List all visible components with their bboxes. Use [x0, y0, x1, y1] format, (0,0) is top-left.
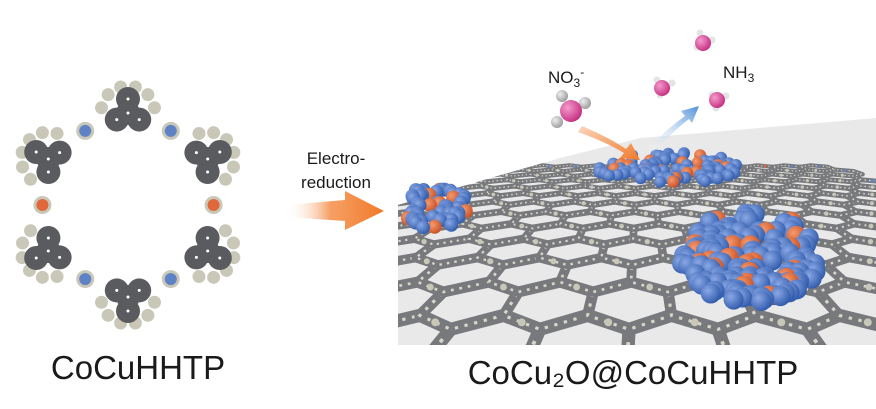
cocuhhtp-ring — [15, 80, 241, 330]
reactant-arrow — [578, 126, 640, 160]
nitrate-molecule-icon — [551, 90, 591, 128]
process-label-line2: reduction — [301, 173, 371, 192]
process-label-line1: Electro- — [307, 149, 366, 168]
ammonia-molecule-icon — [653, 76, 676, 99]
electroreduction-arrow — [286, 191, 384, 230]
product-label: NH3 — [723, 63, 755, 85]
ammonia-molecule-icon — [708, 91, 730, 112]
reactant-label: NO3- — [548, 65, 584, 90]
product-arrow — [648, 106, 699, 152]
cu2o-cluster-left — [401, 182, 473, 235]
left-caption: CoCuHHTP — [51, 349, 225, 386]
cu2o-cluster-center — [593, 147, 742, 188]
ammonia-molecule-icon — [693, 29, 716, 51]
cu2o-cluster-large — [672, 203, 826, 312]
right-caption: CoCu₂O@CoCuHHTP — [468, 354, 799, 391]
